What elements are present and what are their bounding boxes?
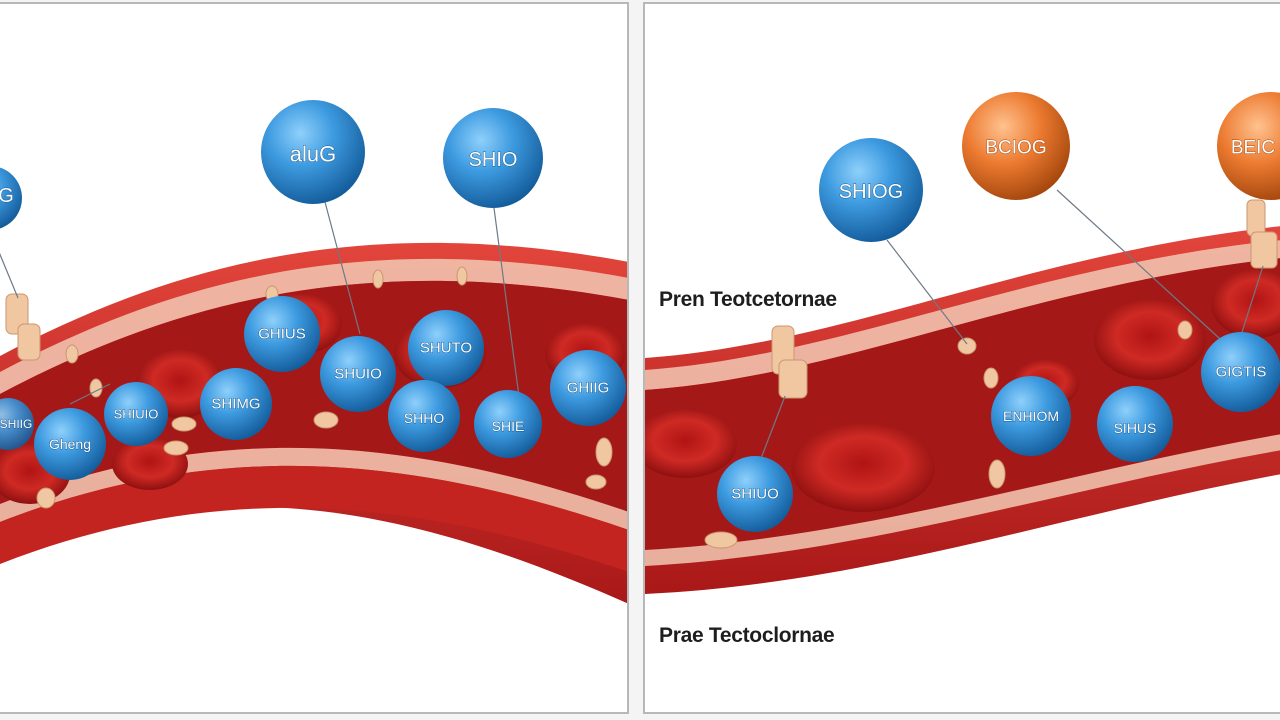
molecule-v2: SHUIO	[320, 336, 396, 412]
molecule-shbg: SHIOG	[819, 138, 923, 242]
vessel-lining-top	[0, 258, 627, 394]
receptor	[36, 487, 56, 509]
molecule-label: SHIOG	[839, 181, 903, 203]
blood-cell	[1094, 300, 1206, 380]
molecule-v4: SHIUO	[717, 456, 793, 532]
molecule-edge: G	[0, 167, 22, 229]
tether-line	[0, 252, 19, 299]
molecule-label: G	[0, 185, 14, 207]
left-vessel-illustration: G aluG SHIO GHIUS SHUIO SHUTO	[0, 100, 627, 604]
molecule-label: GHIUS	[258, 326, 306, 343]
molecule-label: SIHUS	[1114, 420, 1157, 436]
molecule-orange-2: BEIC	[1217, 92, 1280, 200]
molecule-v10: SHIIG	[0, 398, 34, 450]
molecule-label: aluG	[290, 142, 336, 167]
molecule-v6: SHIUIO	[104, 382, 168, 446]
molecule-top-b: SHIO	[443, 108, 543, 208]
receptor	[1250, 231, 1278, 269]
tether-lines	[0, 201, 521, 405]
tether-line	[69, 383, 111, 405]
receptor	[372, 269, 384, 289]
receptor	[313, 411, 339, 429]
vessel-lining-top	[645, 240, 1280, 390]
molecule-v4: GHIIG	[550, 350, 626, 426]
receptor	[957, 337, 977, 355]
molecule-label: SHIMG	[211, 396, 260, 413]
molecule-v3: SHUTO	[408, 310, 484, 386]
receptor	[171, 416, 197, 432]
molecule-v2: ENHIOM	[991, 376, 1071, 456]
molecule-label: SHUIO	[334, 366, 382, 383]
receptor	[17, 323, 41, 361]
blood-cell	[645, 410, 737, 478]
tether-line	[324, 201, 361, 335]
receptor	[988, 459, 1006, 489]
molecule-orange-1: BCIOG	[962, 92, 1070, 200]
molecule-label: GHIIG	[567, 380, 610, 397]
tether-line	[1056, 189, 1231, 349]
molecule-label: SHIUIO	[114, 407, 159, 422]
molecule-label: GIGTIS	[1216, 364, 1267, 381]
molecule-v1: GHIUS	[244, 296, 320, 372]
molecule-v1: GIGTIS	[1201, 332, 1280, 412]
receptor	[163, 440, 189, 456]
receptor	[585, 474, 607, 490]
receptor	[983, 367, 999, 389]
receptor	[595, 437, 613, 467]
receptors	[704, 199, 1278, 549]
molecule-label: SHIIG	[0, 417, 32, 431]
right-panel: SHIOG BCIOG BEIC GIGTIS ENHIOM SIHUS	[643, 2, 1280, 714]
molecule-label: BEIC	[1231, 138, 1275, 159]
vessel-lining-bottom	[645, 434, 1280, 566]
molecule-label: SHIE	[492, 418, 525, 434]
molecule-v7: Gheng	[34, 408, 106, 480]
blood-cell	[1211, 270, 1280, 338]
molecule-v3: SIHUS	[1097, 386, 1173, 462]
molecule-label: SHIO	[469, 149, 518, 171]
tether-line	[493, 207, 521, 405]
molecule-label: SHIUO	[731, 486, 779, 503]
receptor	[778, 359, 808, 399]
right-vessel-illustration: SHIOG BCIOG BEIC GIGTIS ENHIOM SIHUS	[645, 92, 1280, 594]
receptor	[456, 266, 468, 286]
molecule-label: BCIOG	[985, 138, 1046, 159]
tether-line	[886, 239, 968, 345]
molecule-label: SHUTO	[420, 340, 472, 357]
caption-top: Pren Teotcetornae	[659, 288, 837, 311]
molecule-label: ENHIOM	[1003, 408, 1059, 424]
caption-bottom: Prae Tectoclornae	[659, 624, 835, 647]
molecule-label: Gheng	[49, 436, 91, 452]
tether-lines	[754, 189, 1264, 475]
molecule-top-a: aluG	[261, 100, 365, 204]
receptor	[1246, 199, 1266, 237]
receptor	[1177, 320, 1193, 340]
receptor	[89, 378, 103, 398]
molecule-label: SHHO	[404, 410, 445, 426]
receptor	[65, 344, 79, 364]
left-panel: G aluG SHIO GHIUS SHUIO SHUTO	[0, 2, 629, 714]
blood-cell	[791, 424, 935, 512]
receptor	[704, 531, 738, 549]
molecule-v9: SHIE	[474, 390, 542, 458]
molecule-v5: SHIMG	[200, 368, 272, 440]
molecule-v8: SHHO	[388, 380, 460, 452]
vessel-lower-wall	[0, 465, 627, 572]
